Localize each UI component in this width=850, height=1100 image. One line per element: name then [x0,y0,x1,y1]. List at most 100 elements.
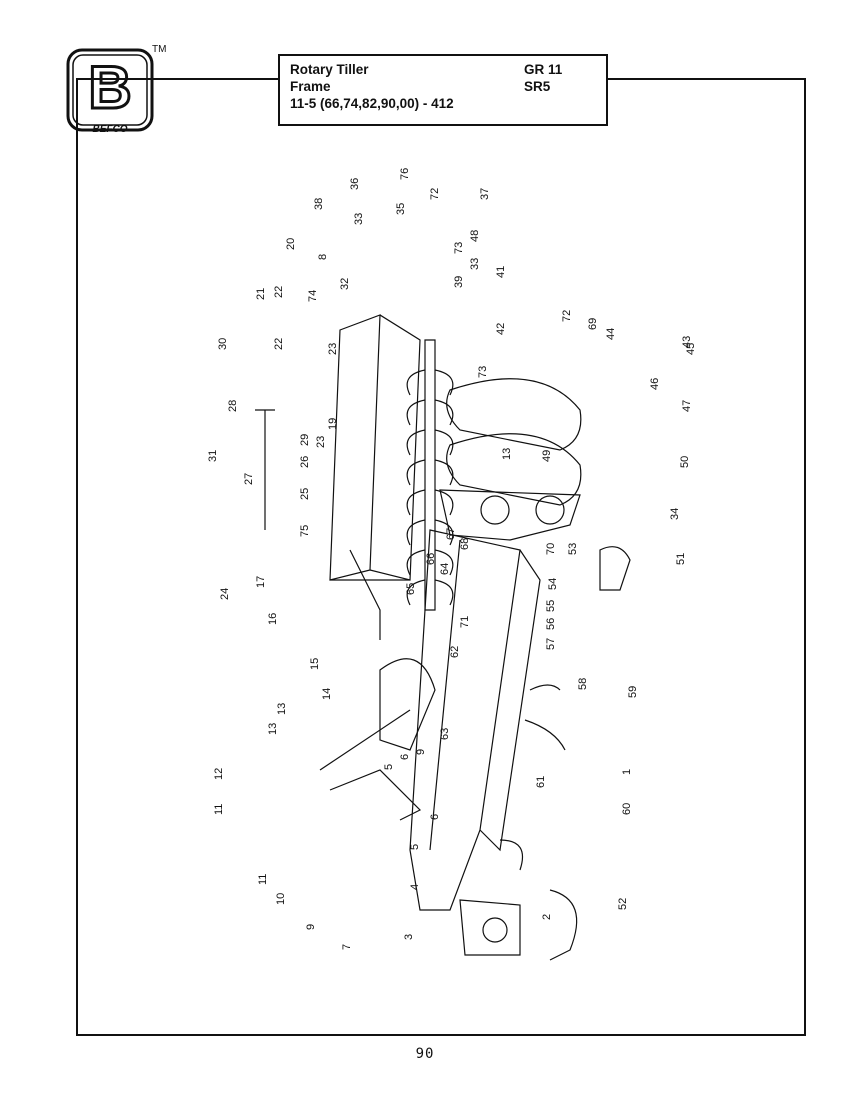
callout-48: 48 [469,230,481,242]
callout-35: 35 [395,203,407,215]
callout-70: 70 [545,543,557,555]
callout-4: 4 [409,884,421,890]
rear-plate [459,899,521,956]
callout-72a: 72 [429,188,441,200]
main-frame-tube [409,529,541,911]
callout-50: 50 [679,456,691,468]
callout-42: 42 [495,323,507,335]
callout-25: 25 [299,488,311,500]
callout-47: 47 [681,400,693,412]
side-bracket [349,549,381,640]
callout-49: 49 [541,450,553,462]
befco-logo: B BEFCO [64,46,156,138]
chain-case-gasket [446,433,582,506]
callout-38: 38 [313,198,325,210]
callout-75: 75 [299,525,311,537]
callout-11a: 11 [257,874,269,885]
callout-5b: 5 [383,764,395,770]
title-code-gr: GR 11 [524,62,563,77]
title-models: 11-5 (66,74,82,90,00) - 412 [290,96,454,111]
hitch-arm-upper [319,709,411,771]
lever-58 [529,684,561,691]
callout-33b: 33 [469,258,481,270]
shield-right [599,546,631,591]
callout-2: 2 [541,914,553,920]
callout-65: 65 [405,583,417,595]
callout-73b: 73 [477,366,489,378]
rotor-shaft [406,339,454,611]
callout-39: 39 [453,276,465,288]
callout-37: 37 [479,188,491,200]
callout-63: 63 [439,728,451,740]
callout-60: 60 [621,803,633,815]
callout-52: 52 [617,898,629,910]
callout-24: 24 [219,588,231,600]
callout-30: 30 [217,338,229,350]
callout-36: 36 [349,178,361,190]
callout-67: 67 [445,528,457,540]
callout-61: 61 [535,776,547,788]
hitch-arm-lower [329,769,422,821]
callout-71: 71 [459,616,471,628]
skid-shoe [379,658,436,751]
page-number: 90 [415,1046,435,1062]
callout-68: 68 [459,538,471,550]
callout-33a: 33 [353,213,365,225]
tiller-deck [329,314,421,581]
callout-26: 26 [299,456,311,468]
logo-brand: BEFCO [93,124,128,135]
callout-74: 74 [307,290,319,302]
handle-60 [499,839,524,871]
callout-19: 19 [327,418,339,430]
callout-29: 29 [299,434,311,446]
callout-13b: 13 [276,703,288,715]
callout-28: 28 [227,400,239,412]
callout-7: 7 [341,944,353,950]
bracket-52 [549,889,578,961]
callout-41: 41 [495,266,507,278]
callout-45: 45 [685,343,697,355]
title-code-sr: SR5 [524,79,551,94]
callout-57: 57 [545,638,557,650]
callout-17: 17 [255,576,267,588]
chain-case-cover [446,378,582,451]
callout-16: 16 [267,613,279,625]
callout-69: 69 [587,318,599,330]
callout-9a: 9 [305,924,317,930]
title-section: Frame [290,79,331,94]
logo-letter: B [88,54,131,121]
callout-56: 56 [545,618,557,630]
callout-23a: 23 [327,343,339,355]
callout-51: 51 [675,553,687,565]
chain-case [439,489,581,541]
callout-23b: 23 [315,436,327,448]
title-product: Rotary Tiller [290,62,369,77]
callout-21: 21 [255,288,267,300]
callout-43: 43 [681,336,693,348]
callout-14: 14 [321,688,333,700]
callout-46: 46 [649,378,661,390]
callout-5a: 5 [409,844,421,850]
trademark-mark: TM [152,44,167,55]
callout-64: 64 [439,563,451,575]
callout-12: 12 [213,768,225,780]
callout-73a: 73 [453,242,465,254]
linkage-rod [255,409,275,530]
callout-11b: 11 [213,804,225,815]
callout-20: 20 [285,238,297,250]
callout-72b: 72 [561,310,573,322]
arm-59 [524,719,566,751]
callout-13c: 13 [501,448,513,460]
callout-27: 27 [243,473,255,485]
callout-3: 3 [403,934,415,940]
callout-10: 10 [275,893,287,905]
callout-76: 76 [399,168,411,180]
callout-32: 32 [339,278,351,290]
callout-15: 15 [309,658,321,670]
callout-34: 34 [669,508,681,520]
callout-1: 1 [621,769,633,775]
callout-13a: 13 [267,723,279,735]
callout-22a: 22 [273,286,285,298]
callout-8: 8 [317,254,329,260]
callout-66: 66 [425,553,437,565]
